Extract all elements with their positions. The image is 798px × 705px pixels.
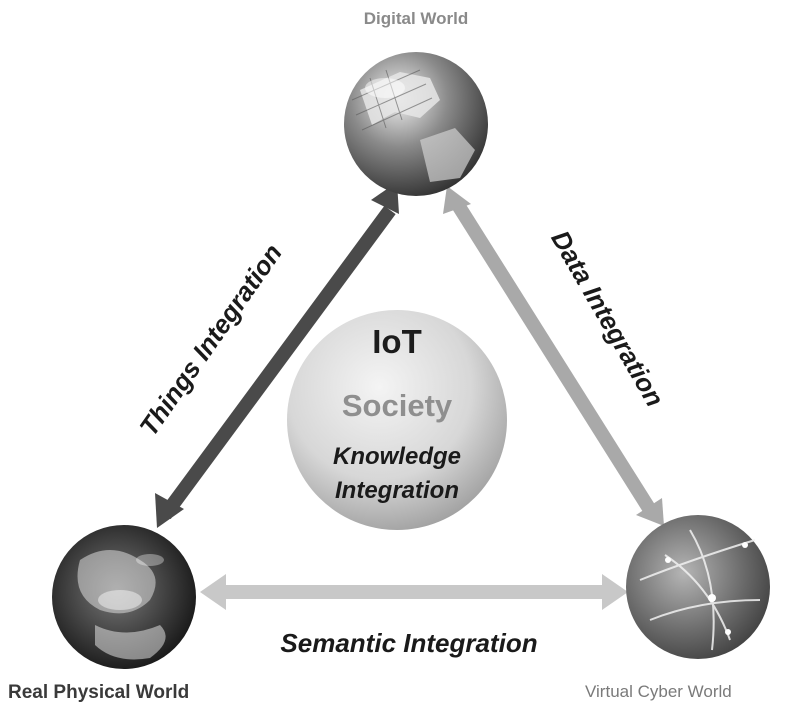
semantic-integration-arrow xyxy=(200,574,628,610)
center-title-iot: IoT xyxy=(372,323,422,360)
center-integration-line: Integration xyxy=(335,477,459,504)
things-integration-label: Things Integration xyxy=(133,238,288,441)
data-integration-arrow xyxy=(443,186,664,526)
earth-satellite-icon xyxy=(52,525,196,669)
digital-world-label: Digital World xyxy=(363,9,469,28)
center-sphere xyxy=(287,310,507,530)
virtual-cyber-world-label: Virtual Cyber World xyxy=(585,682,732,701)
globe-grid-icon xyxy=(344,52,488,196)
semantic-integration-label: Semantic Integration xyxy=(280,628,537,658)
center-subtitle-society: Society xyxy=(341,388,453,423)
center-knowledge-line: Knowledge xyxy=(332,443,461,470)
network-globe-icon xyxy=(626,515,770,659)
center-knowledge-integration: Knowledge Integration xyxy=(290,440,504,508)
real-physical-world-label: Real Physical World xyxy=(8,682,190,703)
